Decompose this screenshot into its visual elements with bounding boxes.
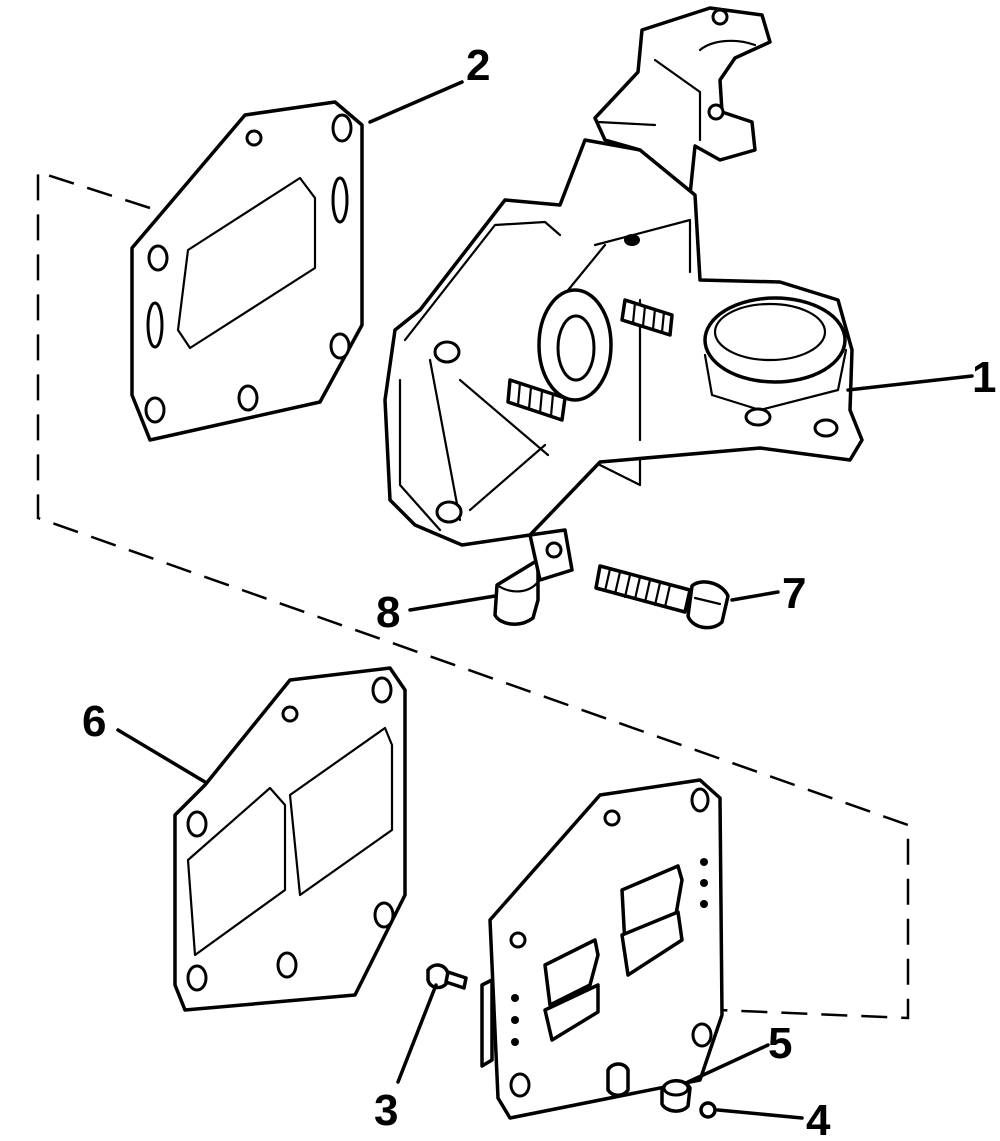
leader-2 <box>368 80 464 124</box>
leader-5 <box>686 1043 770 1084</box>
leader-8 <box>408 594 497 612</box>
assembly-guide-lines <box>36 170 910 1020</box>
callout-5: 5 <box>768 1019 792 1068</box>
reed-plate <box>480 778 724 1120</box>
spacer <box>660 1079 692 1113</box>
leader-3 <box>396 983 438 1084</box>
callout-1: 1 <box>972 353 996 402</box>
callout-2: 2 <box>466 41 490 90</box>
bolt <box>594 564 730 630</box>
leader-7 <box>730 590 780 602</box>
lower-gasket <box>173 666 407 1012</box>
callout-8: 8 <box>376 588 400 637</box>
leader-6 <box>116 728 207 784</box>
screw <box>426 963 468 990</box>
clip <box>493 528 574 626</box>
leader-lines <box>116 80 974 1120</box>
main-housing <box>383 6 864 547</box>
callout-7: 7 <box>782 569 806 618</box>
callout-3: 3 <box>374 1086 398 1135</box>
callout-4: 4 <box>806 1096 831 1141</box>
callout-labels: 1 2 3 4 5 6 7 8 <box>82 41 996 1141</box>
callout-6: 6 <box>82 697 106 746</box>
upper-gasket <box>130 100 364 442</box>
washer <box>699 1101 717 1119</box>
leader-1 <box>846 374 974 392</box>
leader-4 <box>716 1108 804 1120</box>
